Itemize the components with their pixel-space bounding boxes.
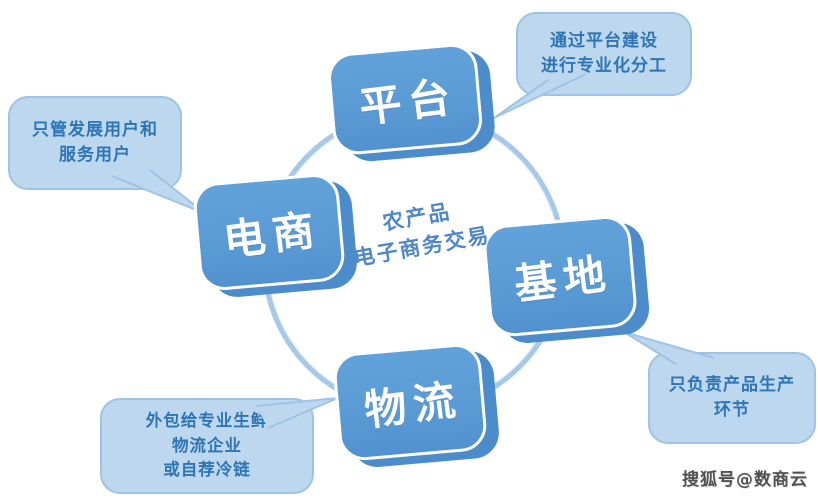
callout-line: 通过平台建设	[550, 30, 658, 51]
node-logistics: 物流	[331, 341, 502, 470]
callout-base-note: 只负责产品生产 环节	[648, 352, 816, 444]
callout-line: 只负责产品生产	[669, 374, 795, 395]
node-face: 平台	[325, 41, 485, 157]
callout-line: 只管发展用户和	[32, 119, 158, 140]
node-label: 平台	[357, 71, 461, 132]
callout-line: 环节	[714, 400, 750, 420]
node-ecommerce: 电商	[191, 171, 360, 300]
node-label: 基地	[512, 248, 616, 309]
callout-text: 通过平台建设 进行专业化分工	[541, 29, 667, 80]
callout-line: 服务用户	[59, 145, 131, 165]
callout-text: 外包给专业生鲜 物流企业 或自荐冷链	[146, 409, 269, 483]
callout-line: 物流企业	[172, 435, 242, 455]
node-label: 电商	[221, 204, 325, 265]
callout-line: 或自荐冷链	[163, 460, 251, 480]
node-platform: 平台	[325, 41, 497, 164]
callout-line: 进行专业化分工	[541, 56, 667, 76]
callout-text: 只负责产品生产 环节	[669, 373, 795, 424]
callout-text: 只管发展用户和 服务用户	[32, 118, 158, 169]
callout-line: 外包给专业生鲜	[145, 410, 269, 430]
callout-ecommerce-note: 只管发展用户和 服务用户	[8, 96, 182, 190]
callout-platform-note: 通过平台建设 进行专业化分工	[516, 12, 692, 96]
node-label: 物流	[362, 374, 466, 435]
callout-logistics-note: 外包给专业生鲜 物流企业 或自荐冷链	[100, 398, 314, 494]
node-face: 电商	[191, 171, 347, 293]
watermark: 搜狐号@数商云	[682, 470, 808, 490]
node-face: 物流	[331, 341, 489, 463]
